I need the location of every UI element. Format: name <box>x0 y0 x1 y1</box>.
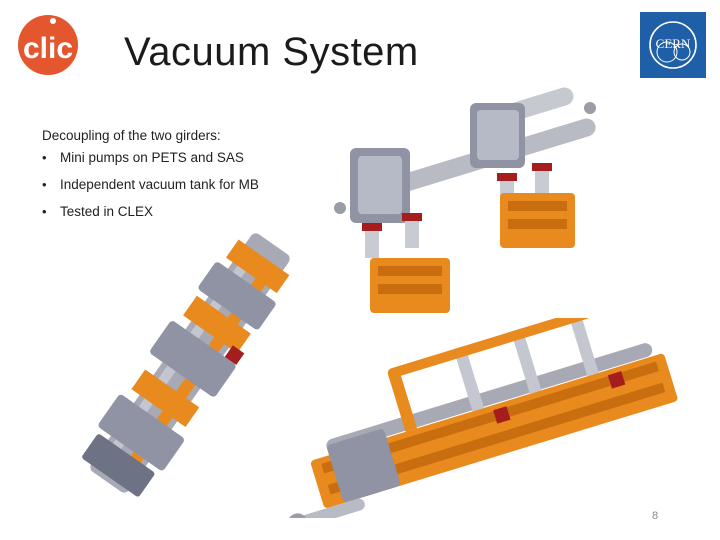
slide-title: Vacuum System <box>124 30 419 74</box>
bullet-icon: • <box>42 177 47 192</box>
module-render-bottom-right <box>287 318 678 518</box>
bullet-item: • Mini pumps on PETS and SAS <box>42 150 259 165</box>
subtitle: Decoupling of the two girders: <box>42 128 221 143</box>
svg-text:CERN: CERN <box>656 36 691 51</box>
bullet-list: • Mini pumps on PETS and SAS • Independent… <box>42 150 259 231</box>
bullet-item: • Tested in CLEX <box>42 204 259 219</box>
bullet-icon: • <box>42 150 47 165</box>
module-render-top-right <box>334 87 596 313</box>
page-number: 8 <box>652 510 659 522</box>
bullet-text: Tested in CLEX <box>60 204 154 219</box>
bullet-icon: • <box>42 204 47 219</box>
clic-logo: clic <box>18 15 78 75</box>
module-render-left-diagonal <box>82 233 290 497</box>
bullet-text: Independent vacuum tank for MB <box>60 177 259 192</box>
cern-logo: CERN <box>640 12 706 78</box>
bullet-item: • Independent vacuum tank for MB <box>42 177 259 192</box>
bullet-text: Mini pumps on PETS and SAS <box>60 150 244 165</box>
svg-text:clic: clic <box>23 32 73 65</box>
